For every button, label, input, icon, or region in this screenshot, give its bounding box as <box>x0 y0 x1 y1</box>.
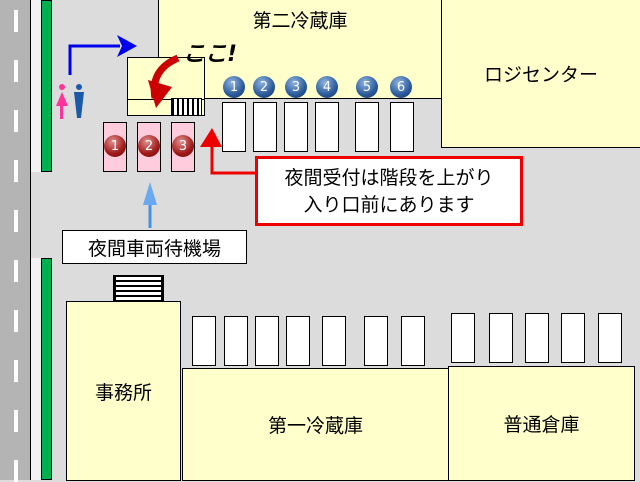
arrowhead-icon <box>200 128 222 147</box>
bay-number-badge: 6 <box>390 76 412 98</box>
parking-bay <box>322 316 346 366</box>
building-logistics-center: ロジセンター <box>441 0 640 148</box>
green-strip <box>41 0 52 172</box>
callout-line: 夜間受付は階段を上がり <box>284 167 494 189</box>
building-label: 事務所 <box>94 381 152 404</box>
building-label: 第一冷蔵庫 <box>267 415 363 437</box>
parking-bay <box>364 316 388 366</box>
arrowhead-icon <box>117 35 137 57</box>
top-bays <box>222 102 414 152</box>
bay-number-badge: 4 <box>316 76 338 98</box>
building-label: 第二冷蔵庫 <box>252 10 348 32</box>
parking-bay <box>525 313 549 363</box>
arrowhead-icon <box>148 80 172 108</box>
parking-bay <box>286 316 310 366</box>
building-label: 普通倉庫 <box>503 414 580 436</box>
parking-bay <box>598 313 622 363</box>
callout-pointer <box>210 140 258 175</box>
bay-number-badge: 2 <box>253 76 275 98</box>
parking-bay <box>192 316 216 366</box>
night-bay-badge: 2 <box>138 135 160 157</box>
bay-number-badge: 1 <box>223 76 245 98</box>
parking-bay <box>255 316 279 366</box>
road <box>0 0 31 482</box>
building-office: 事務所 <box>66 301 181 481</box>
building-general-warehouse: 普通倉庫 <box>448 366 635 481</box>
parking-bay <box>451 313 475 363</box>
night-bay-badge: 3 <box>172 135 194 157</box>
arrowhead-icon <box>143 182 157 205</box>
stairs-icon <box>171 98 202 116</box>
waiting-area-label: 夜間車両待機場 <box>62 230 247 264</box>
woman-icon <box>56 84 68 119</box>
night-reception-callout: 夜間受付は階段を上がり 入り口前にあります <box>255 156 523 226</box>
walk-route-arrow <box>68 44 120 75</box>
sidewalk <box>31 0 41 172</box>
stairs-icon <box>113 275 164 302</box>
man-icon <box>74 84 84 118</box>
bay-number-badge: 3 <box>285 76 307 98</box>
building-cold-storage-1: 第一冷蔵庫 <box>182 368 449 481</box>
callout-line: 入り口前にあります <box>303 194 475 216</box>
here-label: ここ! <box>183 42 238 67</box>
night-bay-badge: 1 <box>104 135 126 157</box>
building-label: ロジセンター <box>483 64 598 86</box>
parking-bay <box>401 316 425 366</box>
bay-number-badge: 5 <box>356 76 378 98</box>
parking-bay <box>224 316 248 366</box>
sidewalk <box>31 258 41 480</box>
parking-bay <box>561 313 585 363</box>
parking-bay <box>489 313 513 363</box>
